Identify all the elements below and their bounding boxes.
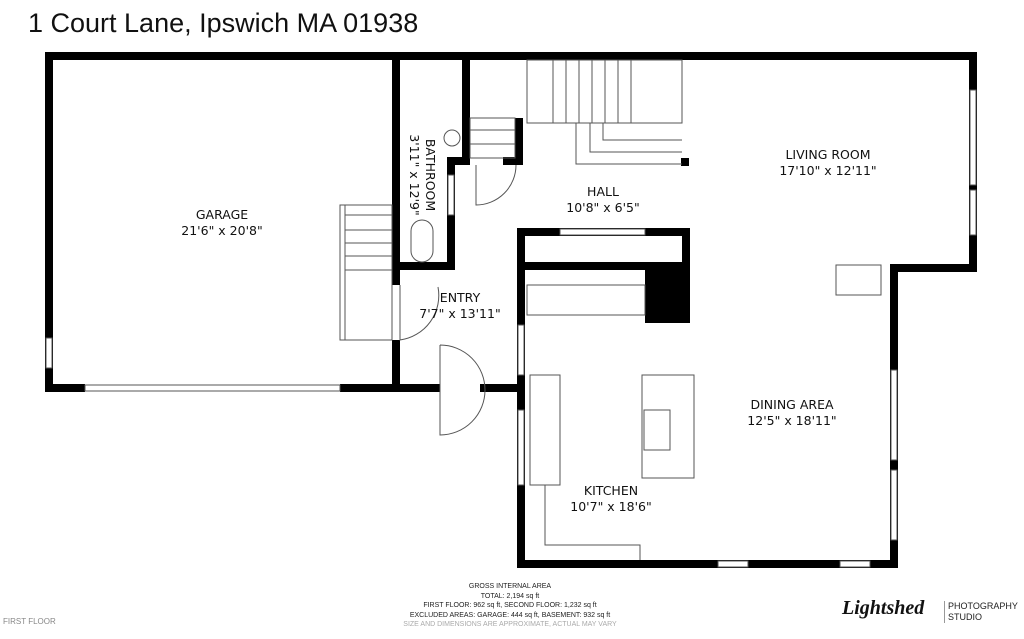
brand-line1: PHOTOGRAPHY [948, 601, 1018, 611]
area-note: SIZE AND DIMENSIONS ARE APPROXIMATE, ACT… [403, 621, 617, 628]
brand-line2: STUDIO [948, 612, 983, 622]
area-floors: FIRST FLOOR: 962 sq ft, SECOND FLOOR: 1,… [423, 602, 597, 609]
hall-dims: 10'8" x 6'5" [566, 200, 639, 215]
stairs [339, 59, 683, 341]
room-labels: GARAGE 21'6" x 20'8" BATHROOM 3'11" x 12… [181, 134, 876, 514]
area-heading: GROSS INTERNAL AREA [468, 583, 552, 590]
walls [45, 52, 977, 568]
area-excluded: EXCLUDED AREAS: GARAGE: 444 sq ft, BASEM… [409, 611, 611, 619]
fixtures [410, 129, 882, 560]
entry-name: ENTRY [440, 290, 481, 305]
hall-name: HALL [587, 184, 619, 199]
entry-dims: 7'7" x 13'11" [419, 306, 500, 321]
area-total: TOTAL: 2,194 sq ft [480, 592, 540, 600]
bathroom-name: BATHROOM [423, 139, 438, 211]
windows [45, 89, 977, 568]
living-room-dims: 17'10" x 12'11" [779, 163, 876, 178]
brand-studio: PHOTOGRAPHY STUDIO [944, 601, 1018, 623]
bathroom-dims: 3'11" x 12'9" [407, 134, 422, 215]
kitchen-dims: 10'7" x 18'6" [570, 499, 651, 514]
floor-label: FIRST FLOOR [3, 617, 56, 626]
listing-title: 1 Court Lane, Ipswich MA 01938 [28, 8, 419, 38]
dining-area-dims: 12'5" x 18'11" [747, 413, 836, 428]
brand-logo: Lightshed [842, 597, 925, 619]
doors [399, 164, 517, 436]
garage-name: GARAGE [196, 207, 248, 222]
garage-dims: 21'6" x 20'8" [181, 223, 262, 238]
living-room-name: LIVING ROOM [785, 147, 870, 162]
dining-area-name: DINING AREA [750, 397, 833, 412]
kitchen-name: KITCHEN [584, 483, 638, 498]
area-summary: GROSS INTERNAL AREA TOTAL: 2,194 sq ft F… [380, 582, 640, 630]
